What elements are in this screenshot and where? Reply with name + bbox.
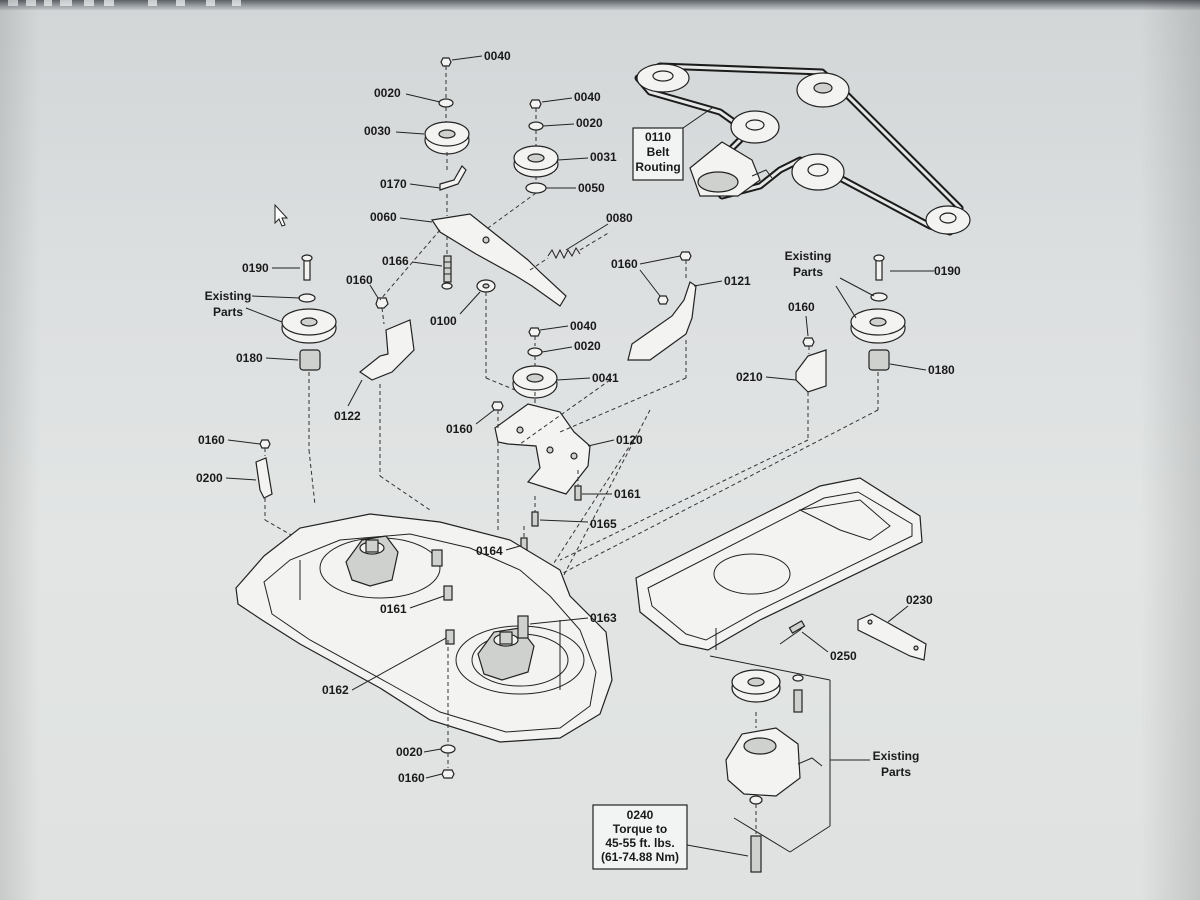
idler-stack-lower [512, 327, 558, 410]
label-0166: 0166 [382, 254, 409, 268]
bracket-0122 [358, 297, 431, 511]
label-0020-low: 0020 [574, 339, 601, 353]
existing-parts-left-1: Existing [205, 289, 252, 303]
label-0180-left: 0180 [236, 351, 263, 365]
deck-spindle-right [477, 627, 535, 681]
mouse-cursor-icon [274, 203, 289, 227]
pto-clutch-assembly [709, 655, 831, 873]
label-0230: 0230 [906, 593, 933, 607]
idler-stack-left [424, 57, 567, 307]
existing-parts-left-2: Parts [213, 305, 243, 319]
label-0040-top: 0040 [484, 49, 511, 63]
torque-line1: Torque to [613, 822, 667, 836]
torque-line2: 45-55 ft. lbs. [605, 836, 674, 850]
existing-parts-right-2: Parts [793, 265, 823, 279]
label-0180-right: 0180 [928, 363, 955, 377]
tractor-frame [635, 477, 923, 651]
belt-routing-line2: Routing [635, 160, 680, 174]
pulley-bottom-right [925, 205, 971, 235]
idler-stack-middle [487, 99, 559, 229]
pin-0250 [779, 620, 806, 645]
label-0161-a: 0161 [614, 487, 641, 501]
label-0060: 0060 [370, 210, 397, 224]
label-0020-bottom: 0020 [396, 745, 423, 759]
browser-toolbar-strip [0, 0, 1200, 10]
belt-routing-illustration [634, 62, 971, 236]
label-0121: 0121 [724, 274, 751, 288]
label-0122: 0122 [334, 409, 361, 423]
label-0200: 0200 [196, 471, 223, 485]
bracket-0210 [559, 337, 827, 561]
belt-routing-line1: Belt [647, 145, 670, 159]
label-0170: 0170 [380, 177, 407, 191]
existing-parts-bottom-1: Existing [873, 749, 920, 763]
existing-parts-right-1: Existing [785, 249, 832, 263]
pulley-center [791, 153, 845, 191]
label-0190-left: 0190 [242, 261, 269, 275]
torque-code: 0240 [627, 808, 654, 822]
label-0210: 0210 [736, 370, 763, 384]
bracket-0120 [491, 401, 591, 530]
bracket-0200 [255, 439, 301, 541]
right-spindle-parts [529, 254, 906, 591]
label-0050: 0050 [578, 181, 605, 195]
leader-lines [225, 55, 934, 779]
label-0161-b: 0161 [380, 602, 407, 616]
bracket-0121 [559, 251, 697, 433]
label-0080: 0080 [606, 211, 633, 225]
label-0160-a: 0160 [346, 273, 373, 287]
torque-note: 0240 Torque to 45-55 ft. lbs. (61-74.88 … [592, 804, 749, 870]
label-0164: 0164 [476, 544, 503, 558]
mower-deck [235, 513, 613, 743]
bolt-0166 [441, 236, 453, 290]
label-0162: 0162 [322, 683, 349, 697]
label-0163: 0163 [590, 611, 617, 625]
clutch-idler-assembly [689, 141, 773, 197]
label-0165: 0165 [590, 517, 617, 531]
bracket-0230 [857, 613, 927, 661]
spring-0080 [529, 231, 611, 271]
label-0160-e: 0160 [198, 433, 225, 447]
label-0041: 0041 [592, 371, 619, 385]
label-0160-c: 0160 [788, 300, 815, 314]
label-0160-bottom: 0160 [398, 771, 425, 785]
belt-routing-code: 0110 [645, 130, 671, 144]
existing-parts-bottom-2: Parts [881, 765, 911, 779]
label-0020-top: 0020 [374, 86, 401, 100]
label-0040-low: 0040 [570, 319, 597, 333]
part-labels: 0040 0020 0030 0040 0020 0031 0170 0050 … [196, 49, 961, 785]
label-0020-mid: 0020 [576, 116, 603, 130]
label-0190-right: 0190 [934, 264, 961, 278]
label-0040-mid: 0040 [574, 90, 601, 104]
left-spindle-parts [281, 254, 337, 506]
pulley-left [636, 63, 690, 93]
label-0120: 0120 [616, 433, 643, 447]
pulley-middle [730, 110, 780, 144]
label-0100: 0100 [430, 314, 457, 328]
label-0250: 0250 [830, 649, 857, 663]
pulley-top-right [796, 72, 850, 108]
belt-routing-label: 0110 Belt Routing [632, 107, 713, 181]
label-0031: 0031 [590, 150, 617, 164]
label-0030: 0030 [364, 124, 391, 138]
torque-line3: (61-74.88 Nm) [601, 850, 679, 864]
deck-spindle-left [345, 535, 399, 587]
label-0160-d: 0160 [446, 422, 473, 436]
label-0160-b: 0160 [611, 257, 638, 271]
